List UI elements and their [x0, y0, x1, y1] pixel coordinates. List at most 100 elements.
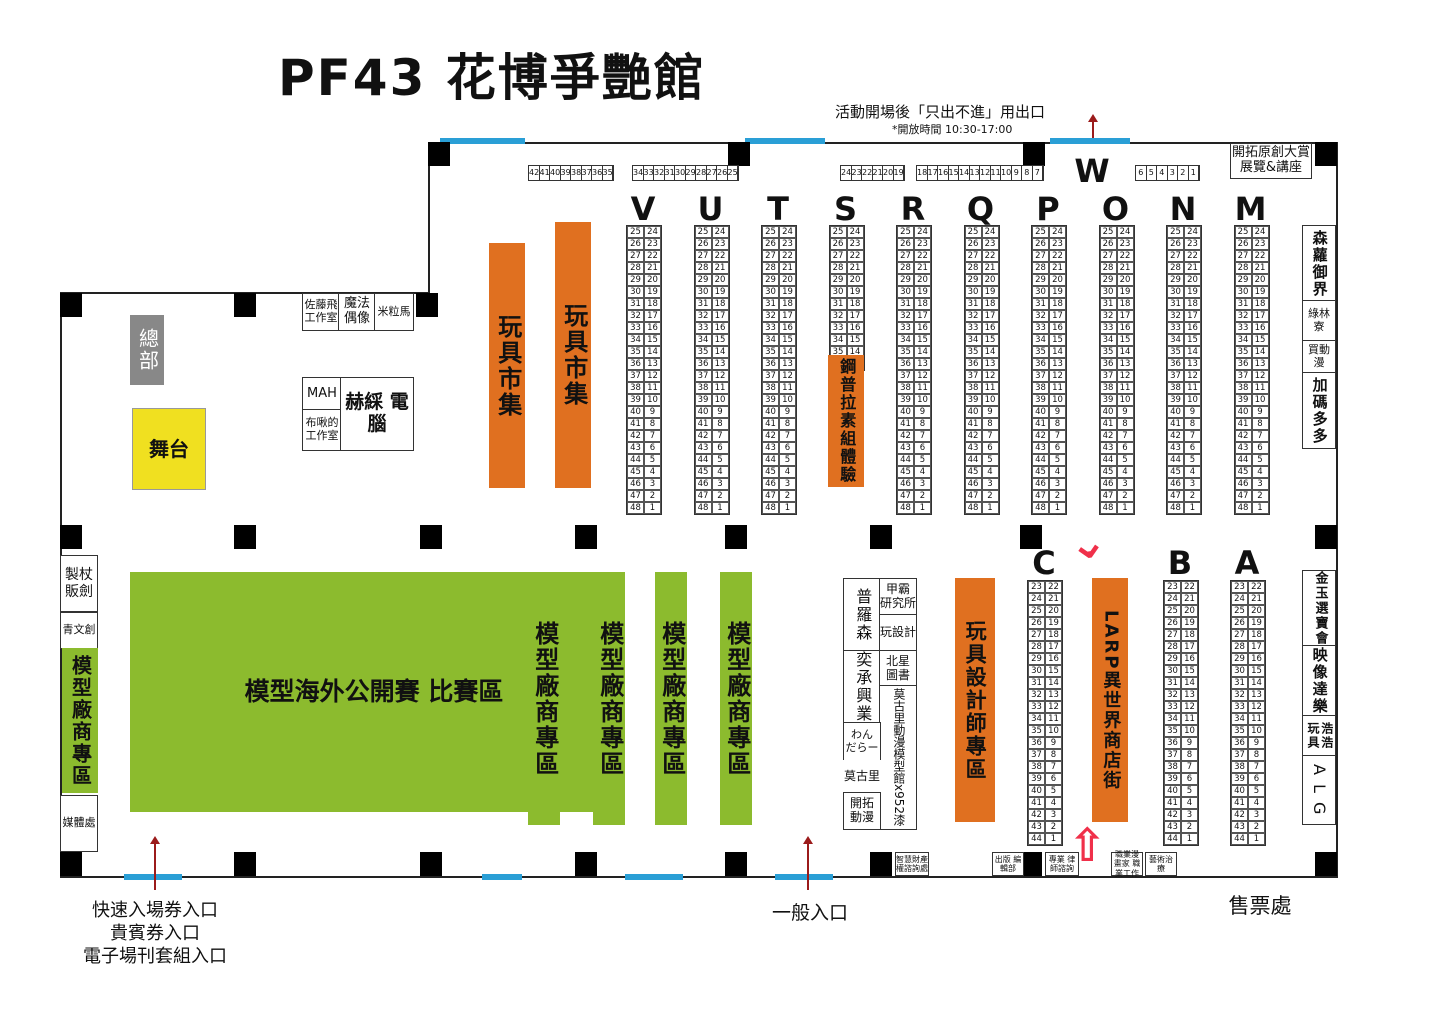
- booth-number[interactable]: 24: [1116, 226, 1134, 238]
- booth-number[interactable]: 14: [644, 346, 661, 358]
- booth-number[interactable]: 30: [964, 286, 982, 298]
- booth-number[interactable]: 24: [1049, 226, 1066, 238]
- booth-number[interactable]: 39: [1032, 394, 1049, 406]
- booth-number[interactable]: 5: [1251, 454, 1269, 466]
- booth-number[interactable]: 38: [1167, 382, 1184, 394]
- booth-number[interactable]: 7: [1181, 761, 1198, 773]
- booth-number[interactable]: 1: [981, 502, 999, 514]
- booth-number[interactable]: 4: [1116, 466, 1134, 478]
- booth-number[interactable]: 33: [1231, 701, 1248, 713]
- booth-number[interactable]: 39: [694, 394, 712, 406]
- booth-number[interactable]: 28: [1234, 262, 1252, 274]
- booth-number[interactable]: 22: [846, 250, 864, 262]
- booth-number[interactable]: 30: [1167, 286, 1184, 298]
- booth-number[interactable]: 18: [1116, 298, 1134, 310]
- booth-number[interactable]: 6: [1116, 442, 1134, 454]
- booth-number[interactable]: 43: [1028, 821, 1045, 833]
- booth-number[interactable]: 46: [762, 478, 779, 490]
- booth-number[interactable]: 6: [1045, 773, 1062, 785]
- booth-number[interactable]: 43: [762, 442, 779, 454]
- booth-number[interactable]: 29: [1231, 653, 1248, 665]
- booth-number[interactable]: 15: [1184, 334, 1201, 346]
- booth-number[interactable]: 19: [1181, 617, 1198, 629]
- booth-number[interactable]: 27: [1164, 629, 1181, 641]
- booth-number[interactable]: 48: [694, 502, 712, 514]
- booth-jiama[interactable]: 加碼多多: [1302, 372, 1336, 449]
- booth-number[interactable]: 38: [1164, 761, 1181, 773]
- booth-number[interactable]: 34: [1032, 334, 1049, 346]
- booth-number[interactable]: 21: [981, 262, 999, 274]
- booth-number[interactable]: 48: [1032, 502, 1049, 514]
- booth-number[interactable]: 13: [711, 358, 729, 370]
- booth-number[interactable]: 28: [694, 262, 712, 274]
- booth-number[interactable]: 14: [1045, 677, 1062, 689]
- booth-number[interactable]: 1: [1184, 502, 1201, 514]
- booth-number[interactable]: 27: [1167, 250, 1184, 262]
- booth-number[interactable]: 7: [711, 430, 729, 442]
- booth-number[interactable]: 25: [1164, 605, 1181, 617]
- area-stage[interactable]: 舞台: [132, 408, 206, 490]
- booth-number[interactable]: 29: [1099, 274, 1117, 286]
- booth-number[interactable]: 33: [1028, 701, 1045, 713]
- booth-number[interactable]: 1: [914, 502, 931, 514]
- booth-number[interactable]: 44: [1231, 833, 1248, 845]
- booth-number[interactable]: 38: [627, 382, 644, 394]
- booth-number[interactable]: 20: [644, 274, 661, 286]
- booth-number[interactable]: 15: [981, 334, 999, 346]
- booth-number[interactable]: 30: [1028, 665, 1045, 677]
- booth-number[interactable]: 27: [694, 250, 712, 262]
- booth-number[interactable]: 19: [1184, 286, 1201, 298]
- booth-number[interactable]: 3: [779, 478, 796, 490]
- booth-number[interactable]: 11: [779, 382, 796, 394]
- booth-number[interactable]: 5: [1184, 454, 1201, 466]
- booth-number[interactable]: 12: [1248, 701, 1265, 713]
- booth-number[interactable]: 31: [1099, 298, 1117, 310]
- booth-number[interactable]: 24: [711, 226, 729, 238]
- booth-number[interactable]: 4: [981, 466, 999, 478]
- booth-number[interactable]: 40: [1167, 406, 1184, 418]
- area-steel-pla[interactable]: 鋼普拉素組體驗: [828, 355, 864, 487]
- booth-hexi[interactable]: 赫綵 電腦: [340, 377, 414, 451]
- booth-number[interactable]: 41: [897, 418, 914, 430]
- booth-art-therapy[interactable]: 藝術治療: [1145, 852, 1177, 876]
- booth-number[interactable]: 6: [779, 442, 796, 454]
- booth-number[interactable]: 10: [1251, 394, 1269, 406]
- booth-number[interactable]: 3: [1184, 478, 1201, 490]
- booth-number[interactable]: 10: [779, 394, 796, 406]
- booth-number[interactable]: 4: [779, 466, 796, 478]
- booth-number[interactable]: 27: [1099, 250, 1117, 262]
- booth-number[interactable]: 16: [938, 166, 949, 180]
- booth-number[interactable]: 44: [1234, 454, 1252, 466]
- booth-number[interactable]: 40: [1231, 785, 1248, 797]
- booth-number[interactable]: 39: [561, 166, 571, 180]
- booth-number[interactable]: 34: [1234, 334, 1252, 346]
- booth-publishing[interactable]: 出版 編輯部: [992, 852, 1024, 876]
- booth-number[interactable]: 27: [964, 250, 982, 262]
- area-hq[interactable]: 總部: [130, 315, 164, 385]
- booth-number[interactable]: 12: [711, 370, 729, 382]
- booth-number[interactable]: 25: [627, 226, 644, 238]
- booth-number[interactable]: 42: [627, 430, 644, 442]
- booth-number[interactable]: 32: [897, 310, 914, 322]
- booth-number[interactable]: 33: [762, 322, 779, 334]
- booth-number[interactable]: 32: [762, 310, 779, 322]
- booth-number[interactable]: 40: [762, 406, 779, 418]
- booth-number[interactable]: 10: [1248, 725, 1265, 737]
- booth-number[interactable]: 17: [644, 310, 661, 322]
- booth-number[interactable]: 25: [897, 226, 914, 238]
- booth-number[interactable]: 45: [694, 466, 712, 478]
- booth-number[interactable]: 26: [964, 238, 982, 250]
- booth-number[interactable]: 32: [1028, 689, 1045, 701]
- booth-number[interactable]: 42: [1032, 430, 1049, 442]
- booth-number[interactable]: 19: [1045, 617, 1062, 629]
- booth-number[interactable]: 11: [644, 382, 661, 394]
- booth-number[interactable]: 11: [991, 166, 1001, 180]
- booth-number[interactable]: 41: [762, 418, 779, 430]
- booth-number[interactable]: 12: [980, 166, 991, 180]
- booth-forest[interactable]: 森蘿御界: [1302, 225, 1336, 302]
- booth-number[interactable]: 19: [1251, 286, 1269, 298]
- booth-number[interactable]: 42: [1231, 809, 1248, 821]
- booth-number[interactable]: 3: [1168, 166, 1178, 180]
- booth-number[interactable]: 17: [779, 310, 796, 322]
- booth-number[interactable]: 10: [981, 394, 999, 406]
